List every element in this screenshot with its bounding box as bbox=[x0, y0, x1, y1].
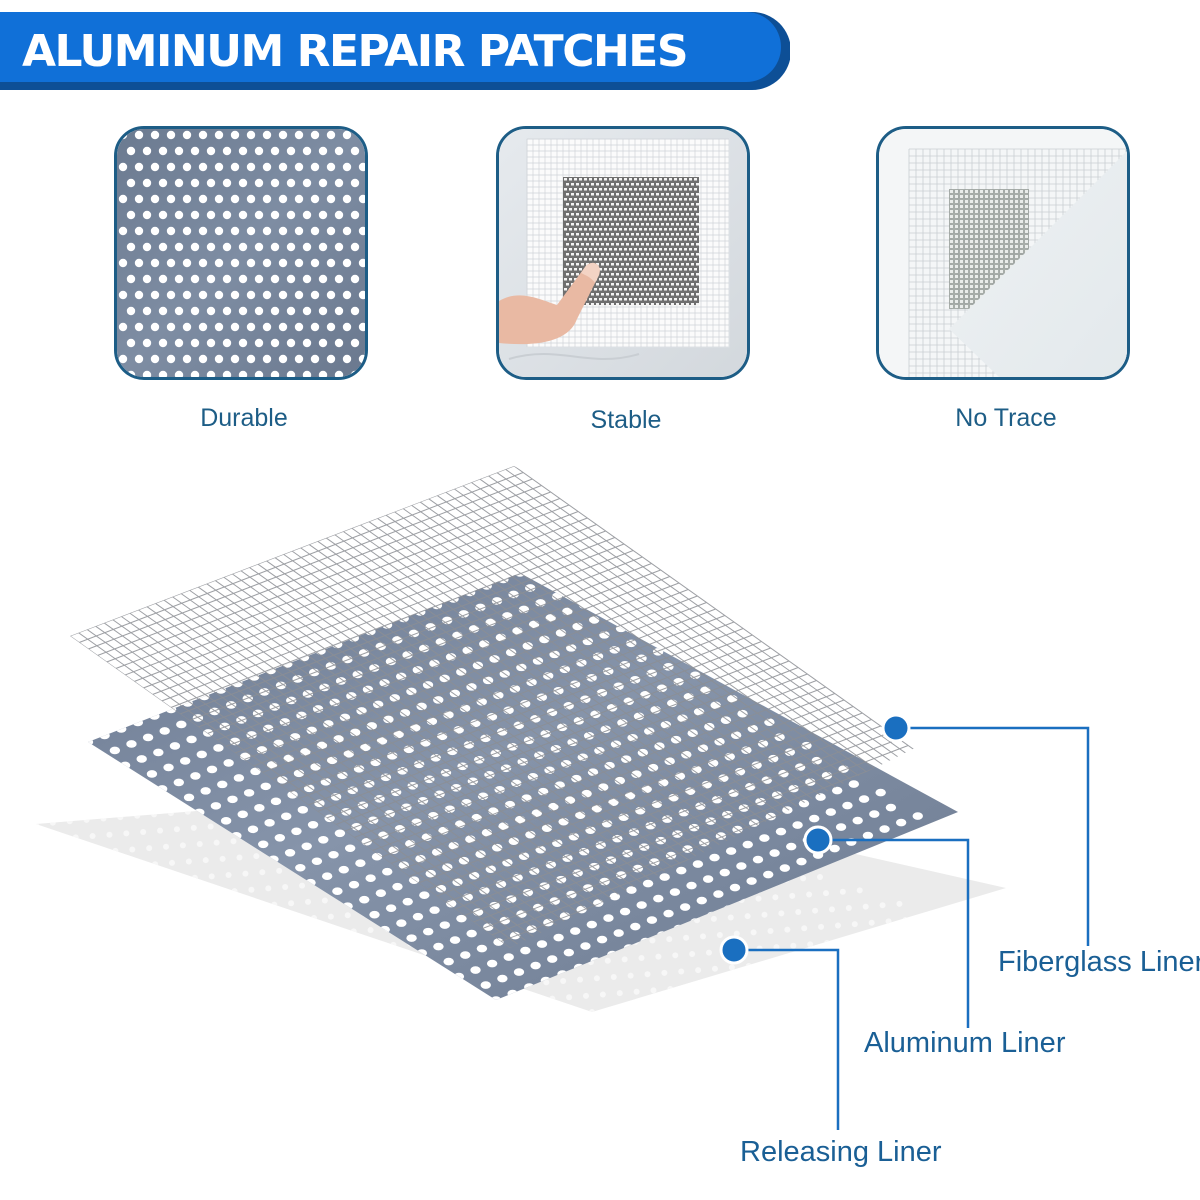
feature-label-durable: Durable bbox=[200, 404, 288, 432]
fiberglass-marker bbox=[881, 713, 911, 743]
aluminum-liner-sheet bbox=[88, 573, 958, 1000]
stable-image bbox=[496, 126, 750, 380]
aluminum-marker bbox=[803, 825, 833, 855]
feature-label-no-trace: No Trace bbox=[955, 404, 1057, 432]
durable-image bbox=[114, 126, 368, 380]
layers-illustration bbox=[36, 466, 1090, 1130]
no-trace-image bbox=[876, 126, 1130, 380]
releasing-marker bbox=[719, 935, 749, 965]
releasing-liner-label: Releasing Liner bbox=[740, 1136, 942, 1168]
fiberglass-liner-sheet bbox=[70, 466, 955, 948]
fiberglass-liner-label: Fiberglass Liner bbox=[998, 946, 1200, 978]
title-banner: ALUMINUM REPAIR PATCHES bbox=[0, 12, 790, 90]
page-title: ALUMINUM REPAIR PATCHES bbox=[22, 26, 689, 77]
feature-label-stable: Stable bbox=[590, 406, 662, 434]
aluminum-liner-label: Aluminum Liner bbox=[864, 1027, 1066, 1059]
